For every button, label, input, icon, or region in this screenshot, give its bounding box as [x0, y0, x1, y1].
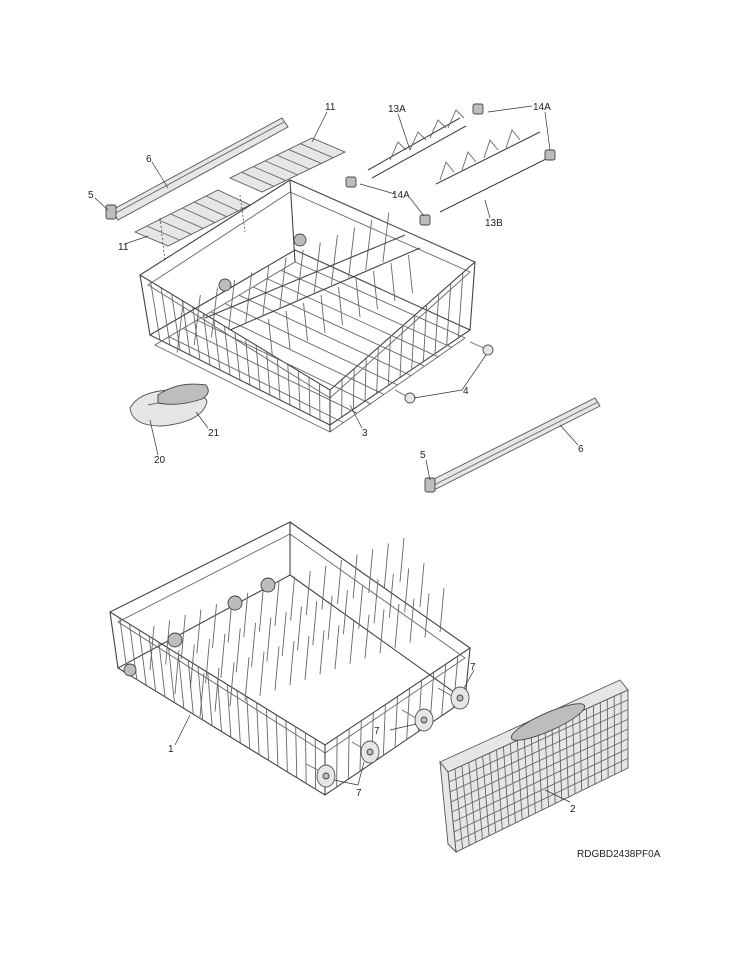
stemware-shelf-rear[interactable]	[228, 137, 347, 193]
silverware-basket[interactable]	[439, 679, 629, 854]
callout-5-bottom: 5	[420, 450, 426, 461]
handle-bracket[interactable]	[157, 383, 209, 405]
callout-11-bottom: 11	[118, 242, 129, 253]
callout-13a: 13A	[388, 104, 406, 115]
callout-11-top: 11	[325, 102, 336, 113]
lower-rack-fitting-icon	[167, 632, 183, 648]
callout-14a-top: 14A	[533, 102, 551, 113]
lower-rack-wheel[interactable]	[305, 686, 470, 788]
cup-shelf-13b[interactable]	[435, 129, 549, 213]
upper-rack-fitting-icon	[293, 233, 307, 247]
rail-end-cap-top[interactable]	[105, 204, 117, 220]
upper-rack-fitting-icon	[218, 278, 232, 292]
stemware-shelf-front[interactable]	[133, 189, 252, 247]
callout-20: 20	[154, 455, 166, 466]
callout-7-bottom: 7	[356, 788, 362, 799]
cup-shelf-clip[interactable]	[345, 103, 556, 226]
callout-2: 2	[570, 804, 576, 815]
callout-7-middle: 7	[374, 726, 380, 737]
callout-3: 3	[362, 428, 368, 439]
callout-7-right: 7	[470, 662, 476, 673]
basket-handle-icon	[510, 703, 586, 741]
cup-shelf-13a[interactable]	[367, 109, 467, 179]
callout-6-top: 6	[146, 154, 152, 165]
lower-rack[interactable]	[108, 521, 471, 796]
callout-6-bottom: 6	[578, 444, 584, 455]
lower-rack-fitting-icon	[260, 577, 276, 593]
callout-5-top: 5	[88, 190, 94, 201]
lower-rack-fitting-icon	[227, 595, 243, 611]
callout-14a-middle: 14A	[392, 190, 410, 201]
rail-end-cap-bottom[interactable]	[424, 477, 436, 493]
callout-4: 4	[463, 386, 469, 397]
drawing-code: RDGBD2438PF0A	[577, 849, 661, 860]
callout-1: 1	[168, 744, 174, 755]
upper-rack-wheel[interactable]	[394, 341, 494, 404]
callout-21: 21	[208, 428, 220, 439]
callout-13b: 13B	[485, 218, 503, 229]
rail-bottom[interactable]	[427, 397, 601, 492]
lower-rack-fitting-icon	[123, 663, 137, 677]
leader-lines	[94, 105, 579, 803]
upper-rack[interactable]	[138, 179, 477, 433]
